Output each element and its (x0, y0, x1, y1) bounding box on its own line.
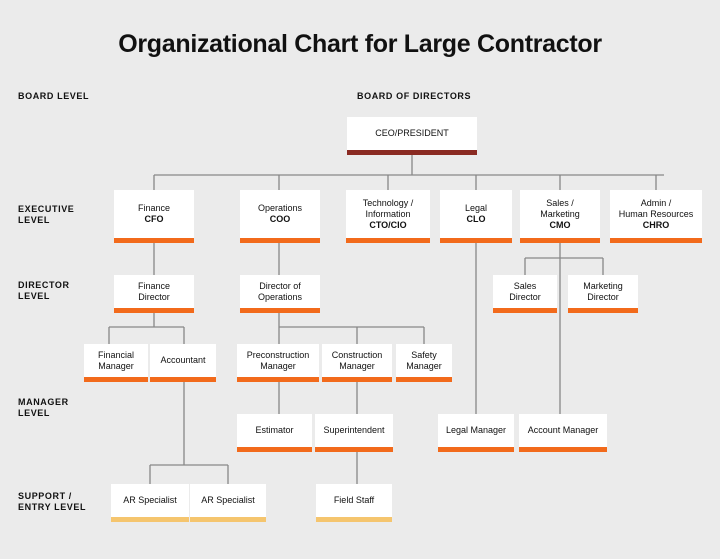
legal-manager-box[interactable]: Legal Manager (438, 414, 514, 452)
ceo-box[interactable]: CEO/PRESIDENT (347, 117, 477, 155)
level-label-support: SUPPORT /ENTRY LEVEL (18, 491, 87, 512)
exec-admin-title-1: Admin / (640, 197, 672, 208)
superintendent-title: Superintendent (323, 425, 385, 435)
field-staff-box[interactable]: Field Staff (316, 484, 392, 522)
ar-specialist-1-box[interactable]: AR Specialist (111, 484, 189, 522)
ceo-label: CEO/PRESIDENT (375, 128, 449, 138)
director-marketing-title-2: Director (587, 291, 619, 302)
manager-preconstruction-title-1: Preconstruction (246, 349, 310, 360)
field-staff-title: Field Staff (333, 495, 375, 505)
account-manager-title: Account Manager (527, 425, 599, 435)
manager-safety-box[interactable]: Safety Manager (396, 344, 452, 382)
superintendent-box[interactable]: Superintendent (315, 414, 393, 452)
director-operations-box[interactable]: Director of Operations (240, 275, 320, 313)
manager-financial-title-2: Manager (98, 360, 134, 371)
exec-operations-title: Operations (257, 203, 303, 213)
director-finance-box[interactable]: Finance Director (114, 275, 194, 313)
exec-admin-abbr: CHRO (642, 219, 670, 230)
exec-technology-title-1: Technology / (362, 197, 414, 208)
ar-specialist-1-title: AR Specialist (123, 495, 177, 505)
exec-operations-box[interactable]: Operations COO (240, 190, 320, 243)
director-finance-title-2: Director (138, 291, 170, 302)
manager-construction-title-1: Construction (331, 349, 383, 360)
manager-financial-title-1: Financial (97, 349, 135, 360)
exec-technology-abbr: CTO/CIO (369, 219, 407, 230)
director-operations-title-2: Operations (257, 291, 303, 302)
exec-legal-box[interactable]: Legal CLO (440, 190, 512, 243)
exec-legal-title: Legal (464, 203, 488, 213)
legal-manager-title: Legal Manager (445, 425, 507, 435)
exec-sales-abbr: CMO (549, 219, 571, 230)
director-marketing-box[interactable]: Marketing Director (568, 275, 638, 313)
estimator-box[interactable]: Estimator (237, 414, 312, 452)
exec-sales-title-2: Marketing (540, 208, 580, 219)
director-marketing-title-1: Marketing (583, 280, 623, 291)
manager-safety-title-1: Safety (411, 349, 437, 360)
director-sales-title-1: Sales (513, 280, 537, 291)
account-manager-box[interactable]: Account Manager (519, 414, 607, 452)
manager-safety-title-2: Manager (406, 360, 442, 371)
manager-construction-box[interactable]: Construction Manager (322, 344, 392, 382)
exec-finance-box[interactable]: Finance CFO (114, 190, 194, 243)
manager-accountant-box[interactable]: Accountant (150, 344, 216, 382)
exec-operations-abbr: COO (269, 214, 291, 224)
exec-admin-box[interactable]: Admin / Human Resources CHRO (610, 190, 702, 243)
director-sales-box[interactable]: Sales Director (493, 275, 557, 313)
exec-legal-abbr: CLO (466, 214, 486, 224)
level-label-board: BOARD LEVEL (18, 91, 90, 101)
estimator-title: Estimator (255, 425, 294, 435)
exec-finance-abbr: CFO (144, 214, 164, 224)
manager-preconstruction-title-2: Manager (260, 360, 296, 371)
exec-technology-title-2: Information (365, 208, 411, 219)
ar-specialist-2-title: AR Specialist (201, 495, 255, 505)
exec-admin-title-2: Human Resources (618, 208, 694, 219)
director-operations-title-1: Director of (259, 280, 301, 291)
exec-technology-box[interactable]: Technology / Information CTO/CIO (346, 190, 430, 243)
ar-specialist-2-box[interactable]: AR Specialist (190, 484, 266, 522)
manager-accountant-title: Accountant (160, 355, 206, 365)
manager-preconstruction-box[interactable]: Preconstruction Manager (237, 344, 319, 382)
director-finance-title-1: Finance (137, 280, 171, 291)
director-sales-title-2: Director (509, 291, 541, 302)
exec-finance-title: Finance (137, 203, 171, 213)
board-of-directors-label: BOARD OF DIRECTORS (357, 91, 472, 101)
exec-sales-title-1: Sales / (546, 197, 574, 208)
manager-construction-title-2: Manager (339, 360, 375, 371)
exec-sales-box[interactable]: Sales / Marketing CMO (520, 190, 600, 243)
chart-title: Organizational Chart for Large Contracto… (118, 30, 602, 58)
manager-financial-box[interactable]: Financial Manager (84, 344, 148, 382)
